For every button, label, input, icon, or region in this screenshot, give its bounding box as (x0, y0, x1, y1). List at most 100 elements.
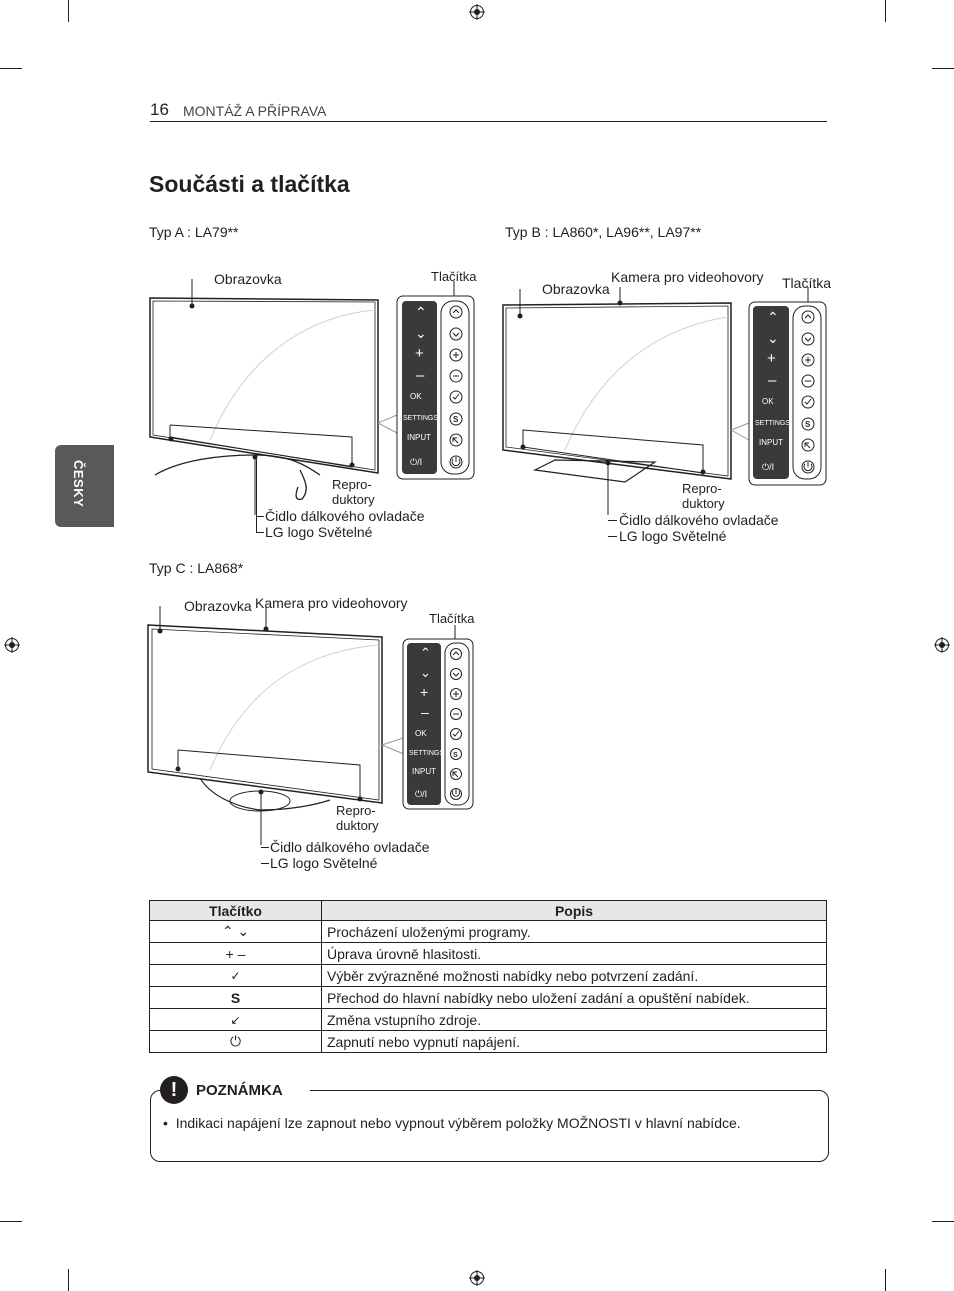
settings-label: SETTINGS (403, 415, 439, 422)
callout-speakers: Repro- (336, 803, 376, 818)
crop-mark (68, 0, 69, 22)
button-icons-column: S (446, 302, 466, 474)
section-title: MONTÁŽ A PŘÍPRAVA (183, 103, 327, 119)
button-icons-column: S (798, 307, 818, 479)
callout-buttons: Tlačítka (782, 275, 832, 291)
crop-mark (932, 68, 954, 69)
note-bullet: • Indikaci napájení lze zapnout nebo vyp… (163, 1115, 741, 1131)
ok-label: OK (410, 392, 422, 401)
tv-type-b-illustration (502, 287, 827, 515)
registration-mark-icon (4, 637, 20, 653)
table-row: ↙ Změna vstupního zdroje. (149, 1008, 827, 1031)
registration-mark-icon (469, 1270, 485, 1286)
header-divider (150, 121, 827, 122)
table-row: S Přechod do hlavní nabídky nebo uložení… (149, 986, 827, 1009)
leader-line (256, 532, 264, 533)
volume-up-icon: + (767, 350, 776, 367)
button-panel: ⌃ ⌄ + – OK SETTINGS INPUT ⏻/I (402, 301, 439, 474)
button-icons-column: S (447, 644, 465, 806)
crop-mark (0, 1221, 22, 1222)
volume-down-icon: – (768, 372, 777, 389)
button-description: Přechod do hlavní nabídky nebo uložení z… (321, 986, 827, 1009)
callout-screen: Obrazovka (184, 598, 252, 614)
button-symbol: ⌃ ⌄ (149, 920, 322, 943)
table-header: Popis (321, 900, 827, 921)
svg-text:S: S (453, 752, 458, 759)
input-label: INPUT (412, 767, 436, 776)
callout-buttons: Tlačítka (429, 611, 475, 626)
channel-down-icon: ⌄ (767, 330, 779, 346)
input-label: INPUT (407, 433, 431, 442)
button-description: Procházení uloženými programy. (321, 920, 827, 943)
input-label: INPUT (759, 438, 783, 447)
note-bullet-text: Indikaci napájení lze zapnout nebo vypno… (175, 1115, 741, 1131)
leader-line (608, 520, 617, 521)
language-tab-label: ČESKY (71, 460, 86, 508)
table-header: Tlačítko (149, 900, 322, 921)
callout-lg-logo: LG logo Světelné (619, 528, 727, 544)
buttons-table: Tlačítko Popis ⌃ ⌄ Procházení uloženými … (149, 900, 827, 1053)
callout-remote-sensor: Čidlo dálkového ovladače (265, 508, 425, 524)
power-label: ⏻/I (410, 457, 423, 467)
leader-line (261, 847, 269, 848)
callout-lg-logo: LG logo Světelné (265, 524, 373, 540)
svg-text:S: S (453, 415, 459, 424)
table-row: ⌃ ⌄ Procházení uloženými programy. (149, 920, 827, 943)
note-title: POZNÁMKA (196, 1082, 283, 1099)
leader-line (608, 536, 617, 537)
callout-speakers: Repro- (682, 481, 722, 496)
callout-screen: Obrazovka (214, 271, 282, 287)
leader-line (256, 459, 257, 533)
crop-mark (932, 1221, 954, 1222)
volume-up-icon: + (420, 684, 429, 700)
button-symbol: ✓ (149, 964, 322, 987)
settings-label: SETTINGS (755, 420, 791, 427)
callout-speakers: duktory (336, 818, 379, 833)
button-description: Výběr zvýrazněné možnosti nabídky nebo p… (321, 964, 827, 987)
callout-speakers: duktory (682, 496, 725, 511)
volume-down-icon: – (421, 704, 429, 720)
table-header-row: Tlačítko Popis (149, 900, 827, 921)
callout-camera: Kamera pro videohovory (255, 595, 408, 611)
svg-text:S: S (805, 420, 811, 429)
table-row: ⏻ Zapnutí nebo vypnutí napájení. (149, 1030, 827, 1053)
callout-lg-logo: LG logo Světelné (270, 855, 378, 871)
language-tab: ČESKY (55, 445, 114, 527)
power-label: ⏻/I (415, 789, 428, 799)
volume-up-icon: + (415, 345, 424, 362)
button-panel: ⌃ ⌄ + – OK SETTINGS INPUT ⏻/I (407, 643, 445, 805)
ok-label: OK (762, 397, 774, 406)
button-symbol: ⏻ (149, 1030, 322, 1053)
registration-mark-icon (469, 4, 485, 20)
page-number: 16 (150, 100, 169, 119)
page-title: Součásti a tlačítka (149, 171, 350, 197)
crop-mark (885, 1269, 886, 1291)
channel-up-icon: ⌃ (415, 304, 427, 320)
callout-remote-sensor: Čidlo dálkového ovladače (270, 839, 430, 855)
crop-mark (0, 68, 22, 69)
crop-mark (68, 1269, 69, 1291)
tv-type-c-illustration (147, 606, 474, 845)
channel-up-icon: ⌃ (767, 309, 779, 325)
leader-line (256, 516, 264, 517)
button-symbol: + – (149, 942, 322, 965)
channel-down-icon: ⌄ (420, 665, 431, 680)
channel-down-icon: ⌄ (415, 325, 427, 341)
button-description: Změna vstupního zdroje. (321, 1008, 827, 1031)
callout-buttons: Tlačítka (431, 269, 477, 284)
crop-mark (885, 0, 886, 22)
power-label: ⏻/I (762, 462, 775, 472)
table-row: ✓ Výběr zvýrazněné možnosti nabídky nebo… (149, 964, 827, 987)
button-panel: ⌃ ⌄ + – OK SETTINGS INPUT ⏻/I (753, 306, 791, 479)
volume-down-icon: – (416, 367, 425, 384)
settings-label: SETTINGS (409, 750, 445, 757)
exclamation-icon: ! (160, 1076, 188, 1104)
type-c-label: Typ C : LA868* (149, 560, 244, 576)
type-a-label: Typ A : LA79** (149, 224, 239, 240)
ok-label: OK (415, 729, 427, 738)
button-description: Zapnutí nebo vypnutí napájení. (321, 1030, 827, 1053)
button-symbol: S (149, 986, 322, 1009)
channel-up-icon: ⌃ (420, 645, 431, 660)
table-row: + – Úprava úrovně hlasitosti. (149, 942, 827, 965)
registration-mark-icon (934, 637, 950, 653)
